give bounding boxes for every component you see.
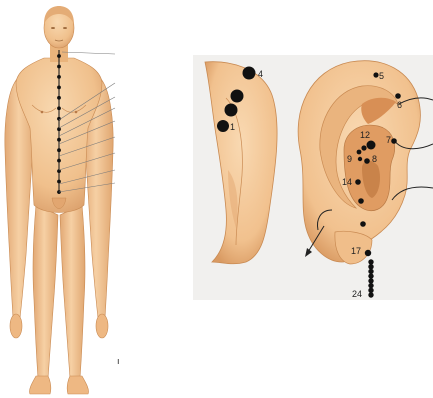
meridian-point xyxy=(57,148,61,152)
point-4 xyxy=(243,67,256,80)
meridian-point xyxy=(57,65,61,69)
left-foot xyxy=(67,376,88,394)
meridian-point xyxy=(57,96,61,100)
label-24: 24 xyxy=(352,289,362,299)
point-12 xyxy=(367,141,376,150)
meridian-point xyxy=(57,86,61,90)
meridian-point xyxy=(57,138,61,142)
meridian-point xyxy=(57,54,61,58)
ear-chain-point xyxy=(368,292,373,297)
nipple-left xyxy=(75,111,78,114)
label-9: 9 xyxy=(347,154,352,164)
point-14 xyxy=(355,179,361,185)
right-leg xyxy=(33,205,58,378)
ear-chain-point xyxy=(368,288,373,293)
leader-line-top xyxy=(62,52,115,54)
label-17: 17 xyxy=(351,246,361,256)
ear-chain-point xyxy=(368,283,373,288)
point-17 xyxy=(365,250,371,256)
label-6: 6 xyxy=(397,100,402,110)
ear-chain-point xyxy=(368,278,373,283)
left-eye xyxy=(51,27,55,29)
point-11 xyxy=(357,150,362,155)
point-1 xyxy=(217,120,229,132)
point-2 xyxy=(225,104,238,117)
right-eye xyxy=(63,27,67,29)
right-hand xyxy=(10,314,22,338)
meridian-point xyxy=(57,106,61,110)
label-14: 14 xyxy=(342,177,352,187)
label-5: 5 xyxy=(379,71,384,81)
point-9 xyxy=(358,157,362,161)
meridian-point xyxy=(57,180,61,184)
point-10 xyxy=(361,145,366,150)
ear-chain-point xyxy=(368,264,373,269)
label-8: 8 xyxy=(372,154,377,164)
point-3 xyxy=(231,90,244,103)
point-8 xyxy=(364,158,370,164)
label-12: 12 xyxy=(360,130,370,140)
meridian-point xyxy=(57,159,61,163)
left-hand xyxy=(96,314,108,338)
point-5 xyxy=(373,72,378,77)
meridian-point xyxy=(57,75,61,79)
body-figure: ı xyxy=(5,6,120,394)
ear-chain-point xyxy=(368,273,373,278)
right-foot xyxy=(29,376,50,394)
point-16 xyxy=(360,221,366,227)
nipple-right xyxy=(41,111,44,114)
label-7: 7 xyxy=(386,135,391,145)
point-15 xyxy=(358,198,364,204)
label-1: 1 xyxy=(230,122,235,132)
left-leg xyxy=(60,205,85,378)
label-4: 4 xyxy=(258,69,263,79)
ear-chain-point xyxy=(368,259,373,264)
small-mark: ı xyxy=(117,356,120,366)
point-6 xyxy=(395,93,401,99)
ear-chain-point xyxy=(368,269,373,274)
point-7 xyxy=(391,138,397,144)
